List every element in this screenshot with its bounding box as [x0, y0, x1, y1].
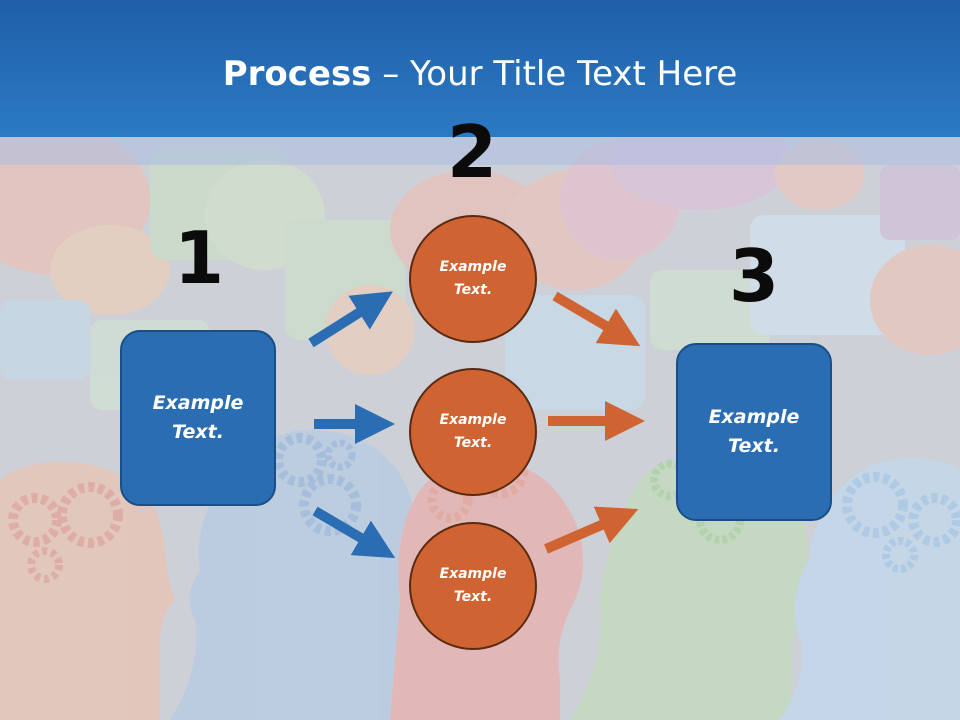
title-underline-strip	[0, 137, 960, 165]
process-circle-3: Example Text.	[409, 522, 537, 650]
title-bold: Process	[222, 54, 372, 94]
slide-title: Process – Your Title Text Here	[0, 52, 960, 96]
step-number-2: 2	[446, 110, 498, 194]
process-circle-2: Example Text.	[409, 368, 537, 496]
arrow-from-circle-3	[544, 506, 639, 554]
input-box: Example Text.	[120, 330, 276, 506]
title-bar	[0, 0, 960, 137]
arrow-to-circle-1	[308, 291, 393, 348]
title-rest: – Your Title Text Here	[371, 54, 738, 94]
output-box: Example Text.	[676, 343, 832, 521]
process-circle-3-text: Example Text.	[439, 566, 507, 605]
process-circle-2-text: Example Text.	[439, 412, 507, 451]
arrow-from-circle-1	[552, 291, 641, 347]
output-box-text: Example Text.	[708, 406, 800, 457]
process-circle-1-text: Example Text.	[439, 259, 507, 298]
input-box-text: Example Text.	[152, 392, 244, 443]
process-circle-1: Example Text.	[409, 215, 537, 343]
step-number-1: 1	[173, 216, 225, 300]
arrow-to-circle-3	[312, 506, 396, 559]
step-number-3: 3	[728, 234, 780, 318]
